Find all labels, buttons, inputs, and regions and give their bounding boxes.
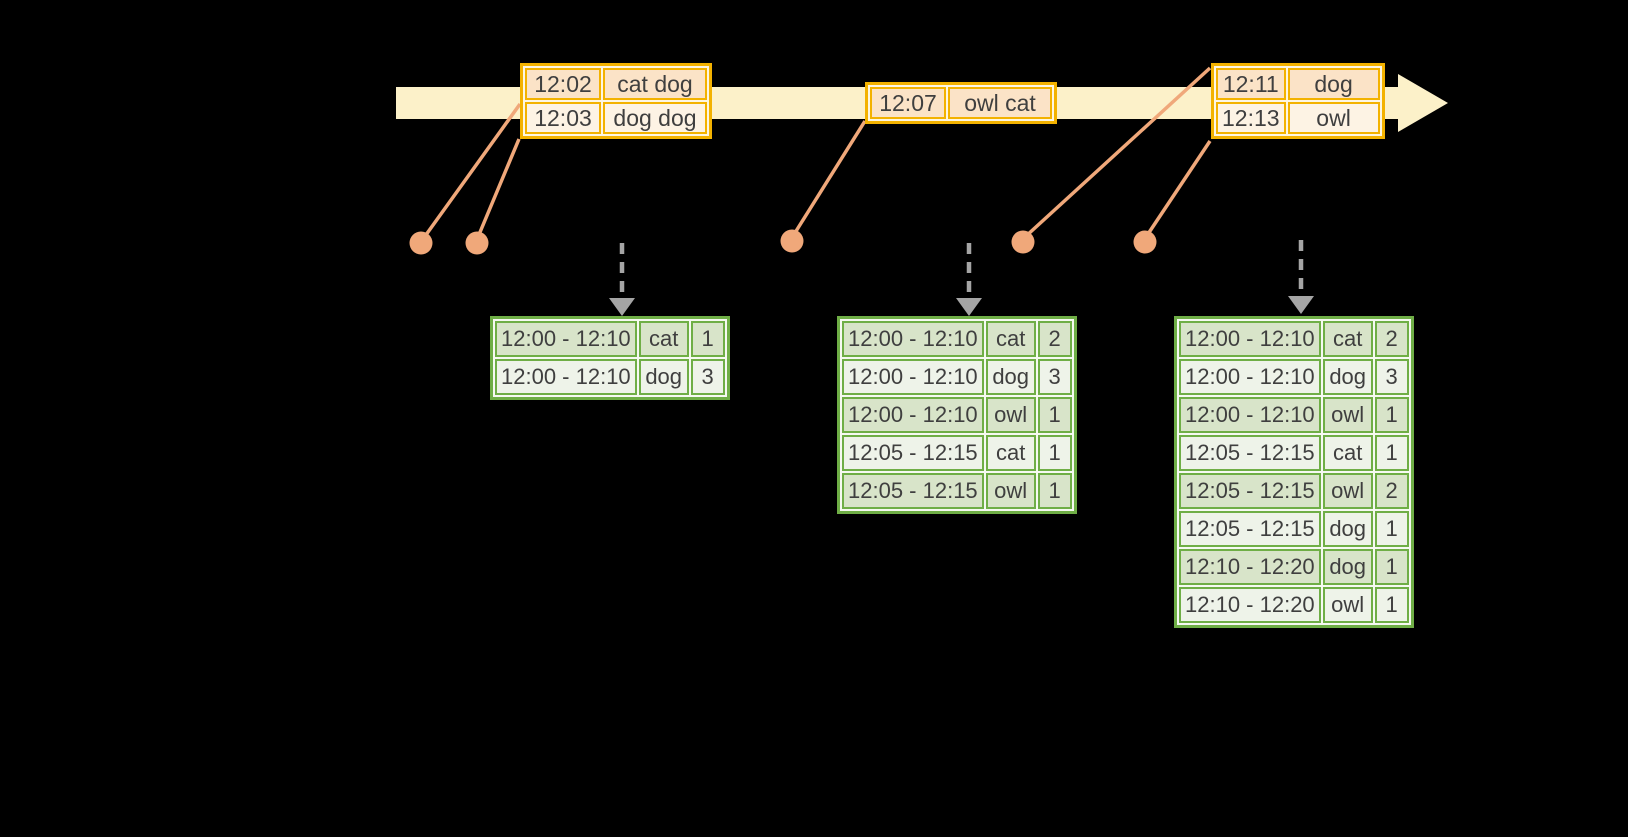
event-connector-line (791, 120, 867, 237)
window-cell: 12:05 - 12:15 (842, 473, 984, 509)
word-cell: cat (1322, 435, 1373, 471)
event-connector-line (1023, 66, 1212, 239)
window-cell: 12:00 - 12:10 (1179, 359, 1321, 395)
event-words-cell: dog (1287, 68, 1380, 100)
timeline-arrowhead-icon (1398, 74, 1448, 132)
result-table-2: 12:00 - 12:10 cat 2 12:00 - 12:10 dog 3 … (837, 316, 1077, 514)
table-row: 12:07 owl cat (870, 87, 1052, 119)
trigger-arrows (609, 240, 1314, 316)
window-cell: 12:00 - 12:10 (842, 321, 984, 357)
window-cell: 12:10 - 12:20 (1179, 549, 1321, 585)
count-cell: 2 (1374, 321, 1409, 357)
count-cell: 1 (1037, 473, 1072, 509)
word-cell: dog (985, 359, 1036, 395)
word-cell: dog (638, 359, 689, 395)
table-row: 12:05 - 12:15 dog 1 (1179, 511, 1409, 547)
table-row: 12:10 - 12:20 owl 1 (1179, 587, 1409, 623)
event-words-cell: dog dog (603, 102, 707, 134)
table-row: 12:05 - 12:15 cat 1 (1179, 435, 1409, 471)
event-connector-lines (421, 66, 1212, 241)
trigger-arrowhead-icon (609, 298, 635, 316)
word-cell: owl (1322, 587, 1373, 623)
window-cell: 12:00 - 12:10 (1179, 397, 1321, 433)
trigger-arrowhead-icon (956, 298, 982, 316)
count-cell: 1 (1037, 397, 1072, 433)
word-cell: owl (1322, 473, 1373, 509)
word-cell: cat (638, 321, 689, 357)
word-cell: cat (985, 435, 1036, 471)
event-dot (409, 231, 433, 255)
event-words-cell: owl cat (948, 87, 1052, 119)
event-connector-line (476, 138, 521, 238)
window-cell: 12:00 - 12:10 (495, 321, 637, 357)
window-cell: 12:05 - 12:15 (1179, 473, 1321, 509)
table-row: 12:11 dog (1216, 68, 1380, 100)
table-row: 12:00 - 12:10 dog 3 (842, 359, 1072, 395)
event-connector-line (1144, 140, 1212, 238)
event-dot (465, 231, 489, 255)
count-cell: 1 (1374, 511, 1409, 547)
table-row: 12:00 - 12:10 owl 1 (842, 397, 1072, 433)
count-cell: 1 (1037, 435, 1072, 471)
event-words-cell: owl (1287, 102, 1380, 134)
table-row: 12:00 - 12:10 cat 2 (1179, 321, 1409, 357)
event-table-2: 12:07 owl cat (865, 82, 1057, 124)
event-words-cell: cat dog (603, 68, 707, 100)
table-row: 12:03 dog dog (525, 102, 707, 134)
count-cell: 2 (1374, 473, 1409, 509)
word-cell: owl (985, 473, 1036, 509)
window-cell: 12:10 - 12:20 (1179, 587, 1321, 623)
event-time-cell: 12:11 (1216, 68, 1286, 100)
count-cell: 1 (1374, 397, 1409, 433)
count-cell: 1 (1374, 435, 1409, 471)
table-row: 12:10 - 12:20 dog 1 (1179, 549, 1409, 585)
window-cell: 12:00 - 12:10 (495, 359, 637, 395)
word-cell: cat (985, 321, 1036, 357)
event-connector-line (421, 102, 522, 241)
table-row: 12:00 - 12:10 dog 3 (1179, 359, 1409, 395)
count-cell: 3 (1374, 359, 1409, 395)
word-cell: owl (1322, 397, 1373, 433)
window-cell: 12:05 - 12:15 (1179, 511, 1321, 547)
word-cell: cat (1322, 321, 1373, 357)
event-dots (409, 229, 1157, 255)
window-cell: 12:00 - 12:10 (842, 359, 984, 395)
window-cell: 12:00 - 12:10 (1179, 321, 1321, 357)
count-cell: 2 (1037, 321, 1072, 357)
event-time-cell: 12:13 (1216, 102, 1286, 134)
table-row: 12:00 - 12:10 cat 1 (495, 321, 725, 357)
event-time-cell: 12:02 (525, 68, 601, 100)
window-cell: 12:05 - 12:15 (842, 435, 984, 471)
table-row: 12:00 - 12:10 dog 3 (495, 359, 725, 395)
event-time-cell: 12:07 (870, 87, 946, 119)
event-table-3: 12:11 dog 12:13 owl (1211, 63, 1385, 139)
word-cell: dog (1322, 359, 1373, 395)
result-table-3: 12:00 - 12:10 cat 2 12:00 - 12:10 dog 3 … (1174, 316, 1414, 628)
count-cell: 3 (1037, 359, 1072, 395)
table-row: 12:02 cat dog (525, 68, 707, 100)
count-cell: 1 (1374, 587, 1409, 623)
event-dot (1133, 230, 1157, 254)
word-cell: owl (985, 397, 1036, 433)
event-time-cell: 12:03 (525, 102, 601, 134)
table-row: 12:05 - 12:15 owl 1 (842, 473, 1072, 509)
window-cell: 12:00 - 12:10 (842, 397, 984, 433)
table-row: 12:00 - 12:10 owl 1 (1179, 397, 1409, 433)
result-table-1: 12:00 - 12:10 cat 1 12:00 - 12:10 dog 3 (490, 316, 730, 400)
event-table-1: 12:02 cat dog 12:03 dog dog (520, 63, 712, 139)
word-cell: dog (1322, 549, 1373, 585)
window-cell: 12:05 - 12:15 (1179, 435, 1321, 471)
count-cell: 1 (690, 321, 725, 357)
word-cell: dog (1322, 511, 1373, 547)
count-cell: 3 (690, 359, 725, 395)
event-dot (1011, 230, 1035, 254)
count-cell: 1 (1374, 549, 1409, 585)
table-row: 12:05 - 12:15 cat 1 (842, 435, 1072, 471)
table-row: 12:05 - 12:15 owl 2 (1179, 473, 1409, 509)
event-dot (780, 229, 804, 253)
table-row: 12:13 owl (1216, 102, 1380, 134)
table-row: 12:00 - 12:10 cat 2 (842, 321, 1072, 357)
trigger-arrowhead-icon (1288, 296, 1314, 314)
